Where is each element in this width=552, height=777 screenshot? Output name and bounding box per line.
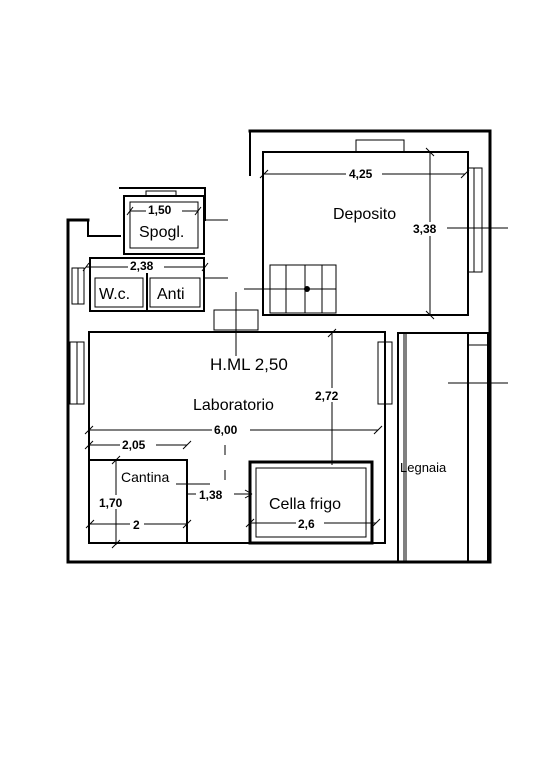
cantina-top-width-dim: 2,05 (122, 438, 146, 452)
legnaia-room (397, 332, 508, 563)
deposito-width-dim: 4,25 (349, 167, 373, 181)
anti-label: Anti (157, 286, 185, 303)
legnaia-label: Legnaia (400, 460, 447, 475)
cantina-label: Cantina (121, 469, 169, 485)
cantina-bottom-width-dim: 2 (133, 518, 140, 532)
spogliatoio-width-dim: 1,50 (148, 203, 172, 217)
wc-anti-width-dim: 2,38 (130, 259, 154, 273)
spogliatoio-label: Spogl. (139, 224, 184, 241)
cella-frigo-label: Cella frigo (269, 496, 341, 513)
passage (213, 292, 259, 356)
passage-width-dim: 1,38 (199, 488, 223, 502)
laboratorio-width-dim: 6,00 (214, 423, 238, 437)
wc-label: W.c. (99, 286, 130, 303)
laboratorio-label: Laboratorio (193, 397, 274, 414)
outer-walls (66, 129, 492, 564)
deposito-depth-dim: 3,38 (413, 222, 437, 236)
height-note: H.ML 2,50 (210, 355, 288, 374)
laboratorio-depth-dim: 2,72 (315, 389, 339, 403)
cantina-depth-dim: 1,70 (99, 496, 123, 510)
deposito-label: Deposito (333, 206, 396, 223)
spogliatoio-room (123, 190, 228, 255)
cella-width-dim: 2,6 (298, 517, 315, 531)
